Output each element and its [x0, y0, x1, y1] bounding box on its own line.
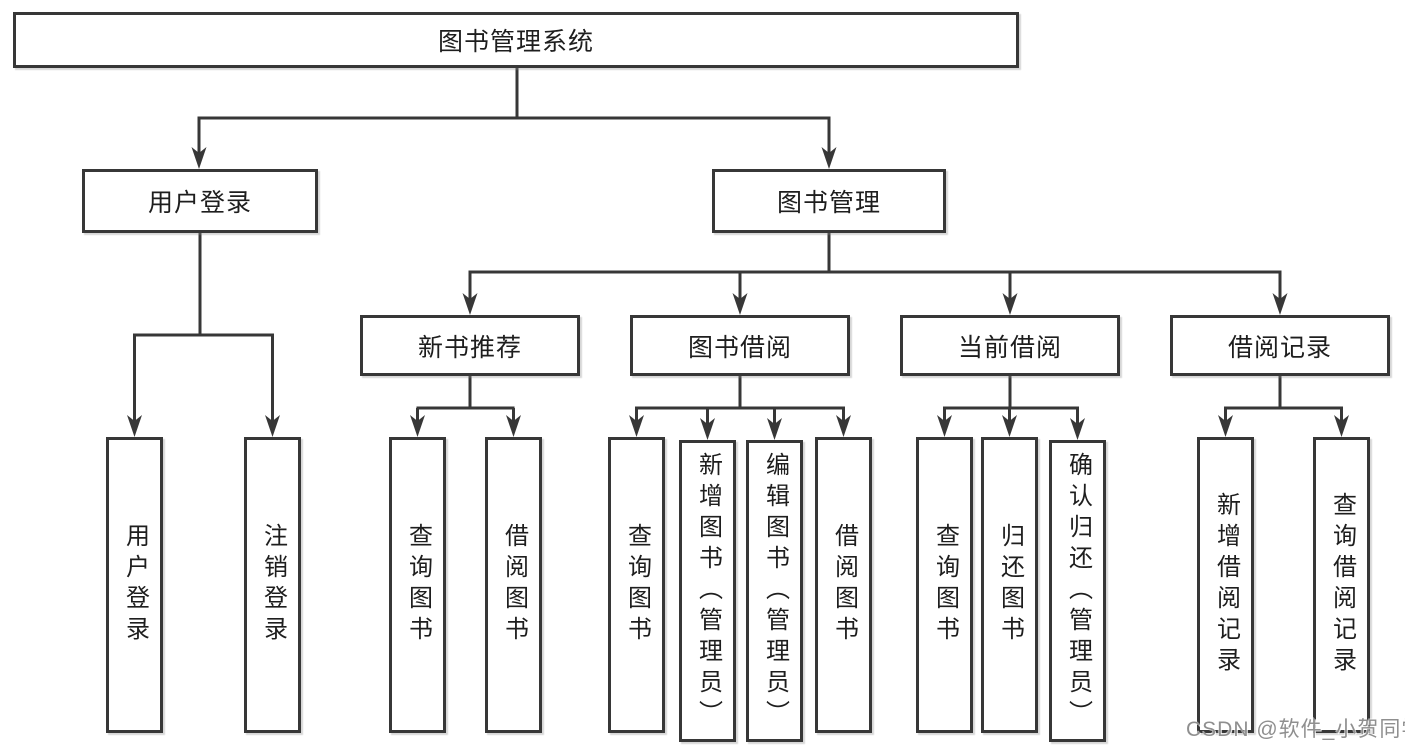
leaf-add-book-admin-label: 新增图书（管理员）: [694, 451, 722, 731]
leaf-add-borrow-record: 新增借阅记录: [1197, 437, 1254, 733]
leaf-return-book: 归还图书: [981, 437, 1038, 733]
leaf-edit-book-admin: 编辑图书（管理员）: [746, 440, 803, 742]
node-current-borrowing-label: 当前借阅: [957, 333, 1062, 362]
leaf-confirm-return-admin-label: 确认归还（管理员）: [1064, 451, 1092, 731]
leaf-borrow-books-recommend-label: 借阅图书: [500, 523, 528, 647]
connector-lines: [133, 68, 1343, 427]
node-root: 图书管理系统: [13, 12, 1019, 68]
node-new-book-recommendation: 新书推荐: [360, 315, 580, 376]
leaf-query-books-borrow: 查询图书: [608, 437, 665, 733]
leaf-logout-label: 注销登录: [259, 523, 287, 647]
leaf-edit-book-admin-label: 编辑图书（管理员）: [761, 451, 789, 731]
node-borrowing-records-label: 借阅记录: [1227, 333, 1332, 362]
leaf-add-borrow-record-label: 新增借阅记录: [1212, 492, 1240, 678]
node-book-borrowing-label: 图书借阅: [687, 333, 792, 362]
node-book-borrowing: 图书借阅: [630, 315, 850, 376]
leaf-query-borrow-record-label: 查询借阅记录: [1328, 492, 1356, 678]
leaf-query-books-recommend: 查询图书: [389, 437, 446, 733]
node-user-login: 用户登录: [82, 169, 318, 233]
leaf-query-books-borrow-label: 查询图书: [623, 523, 651, 647]
node-root-label: 图书管理系统: [437, 28, 594, 56]
node-borrowing-records: 借阅记录: [1170, 315, 1390, 376]
leaf-user-login: 用户登录: [106, 437, 163, 733]
leaf-borrow-books-recommend: 借阅图书: [485, 437, 542, 733]
leaf-query-borrow-record: 查询借阅记录: [1313, 437, 1370, 733]
leaf-logout: 注销登录: [244, 437, 301, 733]
leaf-query-books-recommend-label: 查询图书: [404, 523, 432, 647]
leaf-borrow-books: 借阅图书: [815, 437, 872, 733]
leaf-return-book-label: 归还图书: [996, 523, 1024, 647]
node-new-book-recommendation-label: 新书推荐: [417, 333, 522, 362]
leaf-confirm-return-admin: 确认归还（管理员）: [1049, 440, 1106, 742]
node-book-management-label: 图书管理: [776, 189, 881, 217]
csdn-watermark: CSDN @软件_小贺同学: [1186, 718, 1405, 741]
leaf-add-book-admin: 新增图书（管理员）: [679, 440, 736, 742]
leaf-query-books-current-label: 查询图书: [931, 523, 959, 647]
node-user-login-label: 用户登录: [147, 189, 252, 217]
leaf-user-login-label: 用户登录: [121, 523, 149, 647]
leaf-query-books-current: 查询图书: [916, 437, 973, 733]
node-current-borrowing: 当前借阅: [900, 315, 1120, 376]
node-book-management: 图书管理: [712, 169, 946, 233]
leaf-borrow-books-label: 借阅图书: [830, 523, 858, 647]
